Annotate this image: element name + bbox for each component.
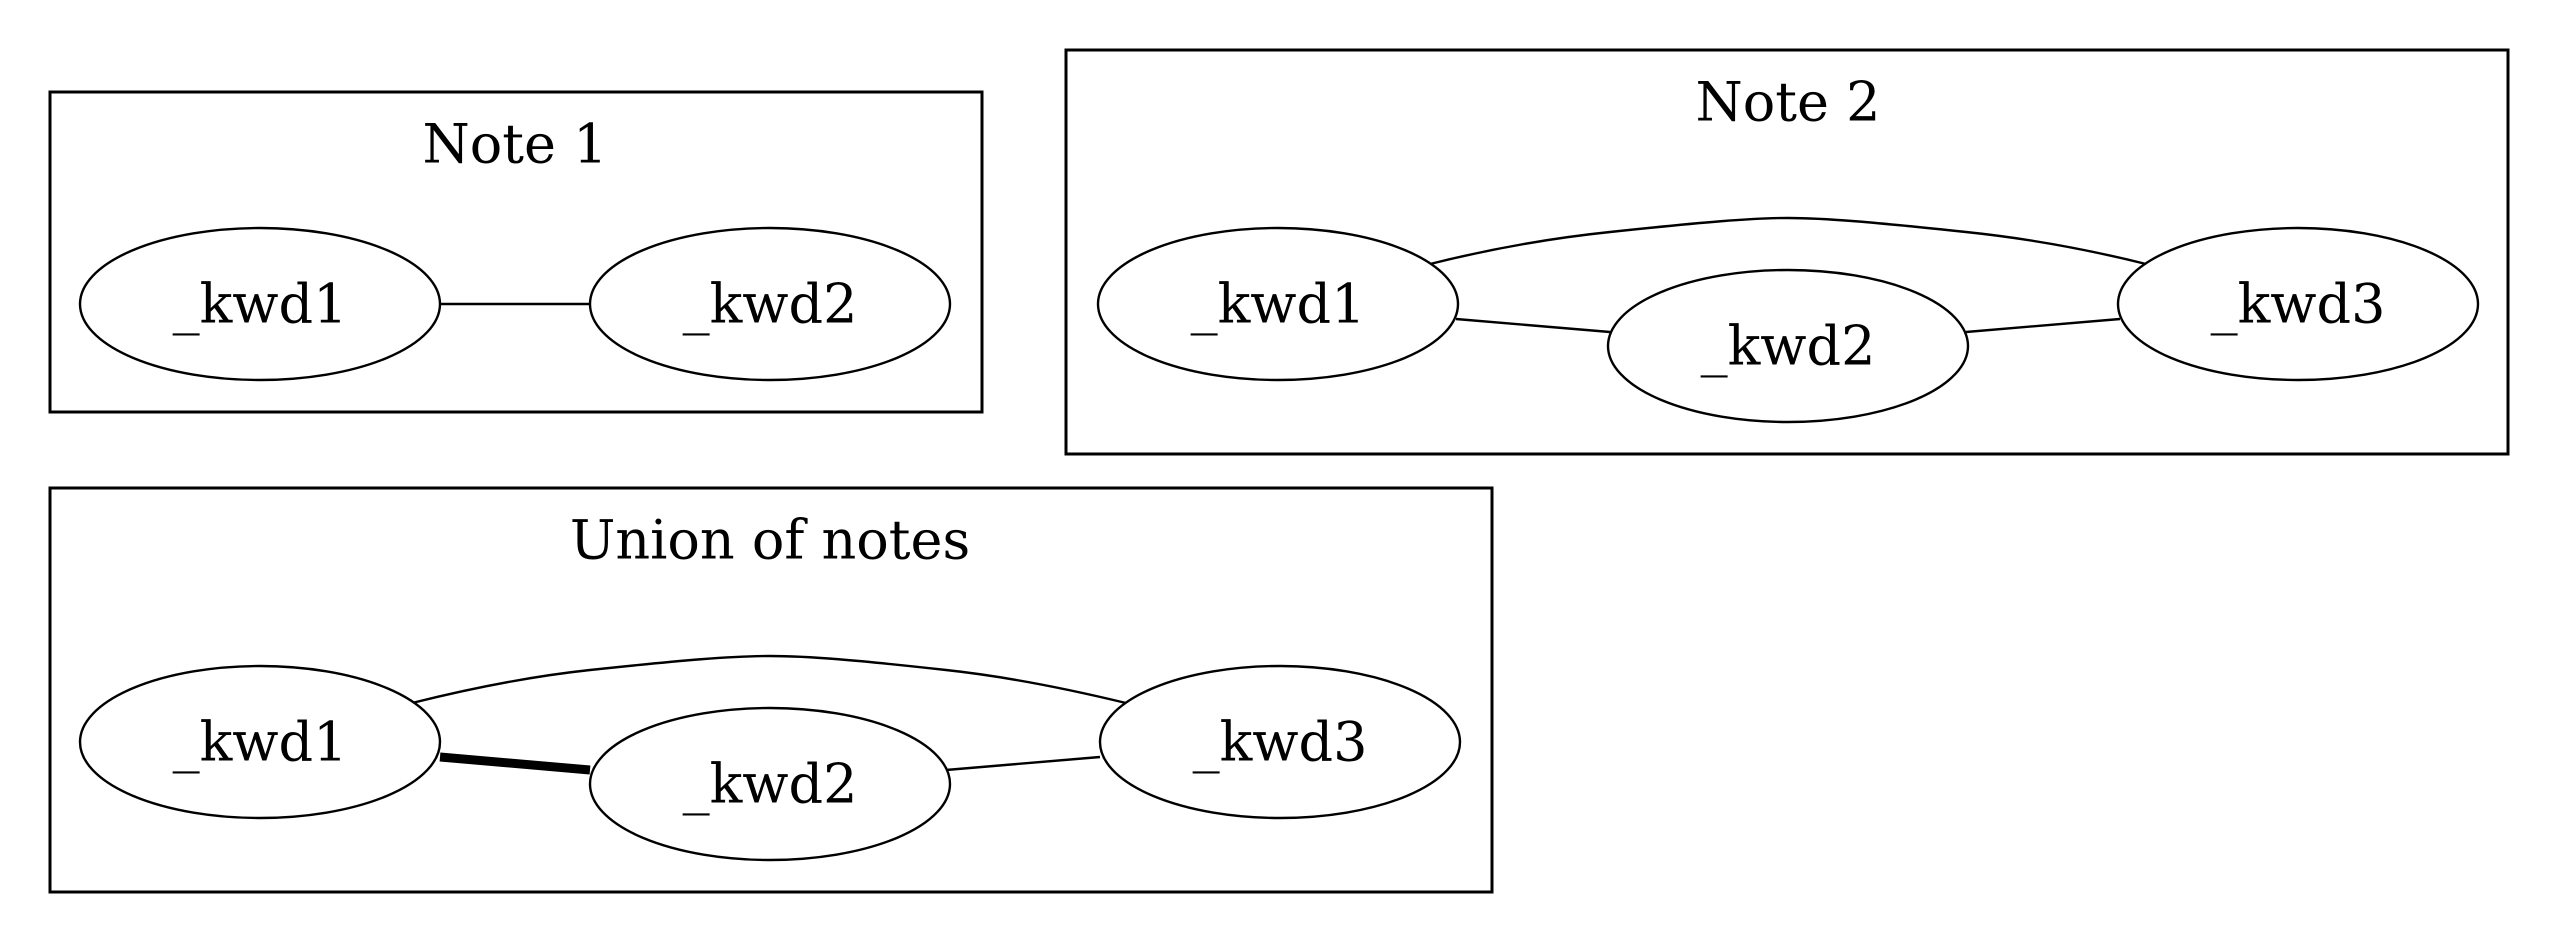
node-note2-kwd2[interactable]: _kwd2 (1606, 268, 1970, 424)
edge-note2-kwd2-kwd3 (1965, 317, 2121, 334)
node-note1-kwd2-shape (588, 226, 952, 382)
node-note2-kwd1-label: _kwd1 (1191, 273, 1366, 336)
node-note1-kwd1[interactable]: _kwd1 (78, 226, 442, 382)
node-note1-kwd1-label: _kwd1 (173, 273, 348, 336)
node-union-kwd2[interactable]: _kwd2 (588, 706, 952, 862)
edge-union-kwd1-kwd3 (411, 654, 1127, 705)
node-union-kwd3-shape (1098, 664, 1462, 820)
node-note2-kwd3[interactable]: _kwd3 (2116, 226, 2480, 382)
node-note2-kwd1[interactable]: _kwd1 (1096, 226, 1460, 382)
node-union-kwd1-shape (78, 664, 442, 820)
edge-union-kwd1-kwd2 (439, 752, 591, 775)
edge-note2-kwd1-kwd3 (1429, 216, 2147, 266)
cluster-note-1-border (48, 90, 984, 414)
node-note2-kwd1-shape (1096, 226, 1460, 382)
cluster-note-2: Note 2 _kwd1 _kwd2 _kwd3 (1064, 48, 2510, 456)
cluster-union-border (48, 486, 1494, 894)
node-union-kwd3[interactable]: _kwd3 (1098, 664, 1462, 820)
node-note1-kwd2-label: _kwd2 (683, 273, 858, 336)
node-union-kwd2-label: _kwd2 (683, 753, 858, 816)
cluster-note-2-title: Note 2 (1696, 71, 1881, 134)
node-union-kwd3-label: _kwd3 (1193, 711, 1368, 774)
node-note1-kwd2[interactable]: _kwd2 (588, 226, 952, 382)
node-note2-kwd2-label: _kwd2 (1701, 315, 1876, 378)
cluster-note-1-title: Note 1 (423, 113, 608, 176)
cluster-note-2-border (1064, 48, 2510, 456)
cluster-union: Union of notes _kwd1 _kwd2 _kwd3 (48, 486, 1494, 894)
edge-note2-kwd1-kwd2 (1455, 317, 1611, 334)
node-union-kwd1-label: _kwd1 (173, 711, 348, 774)
node-note1-kwd1-shape (78, 226, 442, 382)
node-union-kwd2-shape (588, 706, 952, 862)
edge-union-kwd2-kwd3 (945, 755, 1101, 772)
cluster-union-title: Union of notes (570, 509, 970, 572)
node-note2-kwd3-shape (2116, 226, 2480, 382)
node-union-kwd1[interactable]: _kwd1 (78, 664, 442, 820)
cluster-note-1: Note 1 _kwd1 _kwd2 (48, 90, 984, 414)
node-note2-kwd3-label: _kwd3 (2211, 273, 2386, 336)
node-note2-kwd2-shape (1606, 268, 1970, 424)
